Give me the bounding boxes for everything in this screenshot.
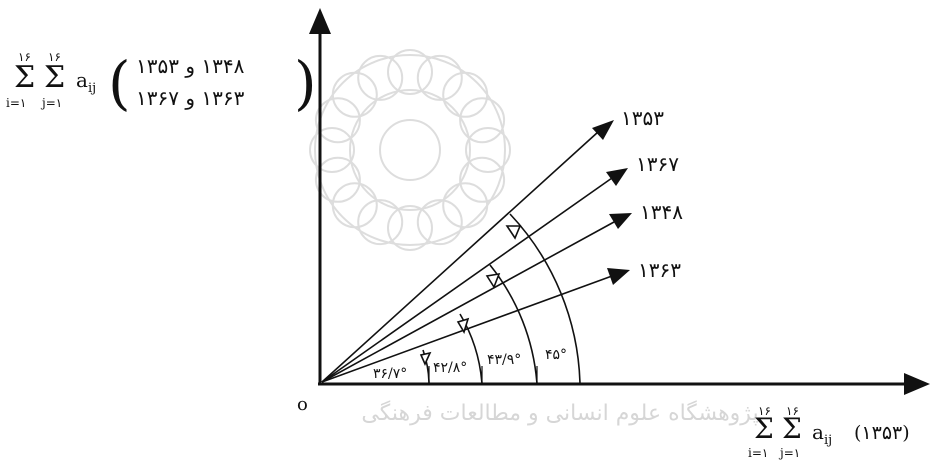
arc-arrow-36-7 <box>419 351 432 366</box>
y-years-line1: ۱۳۴۸ و ۱۳۵۳ <box>136 54 245 78</box>
watermark-petal <box>459 156 506 203</box>
vector-1367 <box>321 168 628 383</box>
watermark-petal <box>314 97 361 144</box>
watermark-petal <box>387 49 433 95</box>
vector-1348 <box>321 213 632 383</box>
y-close-paren: ) <box>294 49 317 117</box>
watermark-petal <box>416 54 463 101</box>
angle-arc-45 <box>509 213 581 385</box>
x-sum2-lower: j=۱ <box>780 446 801 460</box>
year-label-1363: ۱۳۶۳ <box>638 258 681 282</box>
watermark-petal <box>465 127 511 173</box>
watermark-petal <box>314 156 361 203</box>
year-label-1348: ۱۳۴۸ <box>640 200 683 224</box>
y-sum2-upper: ۱۶ <box>48 50 61 64</box>
watermark-petal <box>387 205 433 251</box>
angle-label-45: ۴۵° <box>545 347 568 363</box>
year-label-1367: ۱۳۶۷ <box>636 152 679 176</box>
x-sum2-symbol: Σ <box>782 412 802 445</box>
watermark-petal <box>331 182 378 229</box>
arc-arrow-42-8 <box>456 317 470 334</box>
y-term: aij <box>76 68 97 96</box>
arc-arrow-43-9 <box>485 272 501 289</box>
x-sum1-upper: ۱۶ <box>758 404 771 418</box>
watermark-petal <box>442 182 489 229</box>
x-term: aij <box>812 420 833 448</box>
y-sum1-lower: i=۱ <box>6 96 27 110</box>
x-sum1-lower: i=۱ <box>748 446 769 460</box>
y-axis-arrowhead <box>309 8 331 34</box>
angle-label-42-8: ۴۲/۸° <box>433 360 468 376</box>
y-years-line2: ۱۳۶۳ و ۱۳۶۷ <box>136 86 245 110</box>
watermark-petal <box>357 54 404 101</box>
watermark-petal <box>309 127 355 173</box>
year-label-1353: ۱۳۵۳ <box>621 106 664 130</box>
x-sum2-upper: ۱۶ <box>786 404 799 418</box>
arc-arrow-45 <box>505 225 522 240</box>
angle-label-36-7: ۳۶/۷° <box>373 366 408 382</box>
y-sum2-symbol: Σ <box>44 60 66 95</box>
watermark-petal <box>331 71 378 118</box>
x-axis-arrowhead <box>904 373 930 395</box>
angle-label-43-9: ۴۳/۹° <box>487 352 522 368</box>
y-axis-formula: ۱۶ Σ i=۱ ۱۶ Σ j=۱ aij ( ۱۳۴۸ و ۱۳۵۳ ۱۳۶۳… <box>4 50 318 130</box>
y-sum2-lower: j=۱ <box>42 96 63 110</box>
angle-arc-42-8 <box>459 313 483 385</box>
watermark-emblem <box>309 49 511 251</box>
y-open-paren: ( <box>108 49 131 117</box>
watermark-petal <box>416 199 463 246</box>
watermark-petal <box>459 97 506 144</box>
watermark-petal <box>442 71 489 118</box>
origin-label: o <box>297 394 308 415</box>
y-sum1-symbol: Σ <box>14 60 36 95</box>
watermark-petal <box>357 199 404 246</box>
watermark-text: پژوهشگاه علوم انسانی و مطالعات فرهنگی <box>361 400 758 426</box>
y-sum1-upper: ۱۶ <box>18 50 31 64</box>
x-axis-formula: ۱۶ Σ i=۱ ۱۶ Σ j=۱ aij (۱۳۵۳) <box>748 404 938 474</box>
x-sum1-symbol: Σ <box>754 412 774 445</box>
vector-1363 <box>321 268 630 383</box>
vector-1353 <box>321 120 614 383</box>
x-year: (۱۳۵۳) <box>854 422 910 444</box>
